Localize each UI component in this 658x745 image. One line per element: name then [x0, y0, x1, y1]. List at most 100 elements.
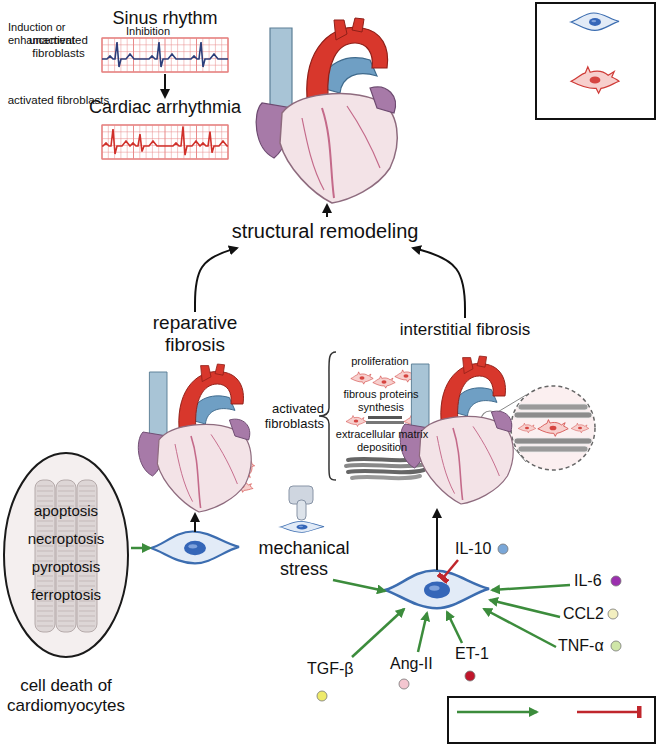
cell-death-oval-shape	[37, 551, 53, 552]
ecg-strip-shape	[146, 38, 147, 72]
cell-death-oval-shape	[58, 491, 74, 492]
legend-text: Inhibition	[126, 25, 206, 38]
process-label: structural remodeling	[215, 218, 435, 248]
ecg-strip-shape	[221, 38, 222, 72]
flow-arrow	[164, 74, 166, 97]
cytokine-label: CCL2	[563, 605, 607, 623]
cell-death-oval-shape	[79, 526, 95, 527]
main-heart	[256, 18, 397, 203]
cytokine-label: TNF-α	[558, 637, 610, 655]
cell-death-oval-shape	[79, 491, 95, 492]
cell-death-oval-shape	[79, 501, 95, 502]
cytokine-label: IL-10	[455, 540, 505, 558]
fiber-synthesis-icon	[346, 416, 366, 427]
ecg-strip-shape	[108, 125, 109, 159]
ecg-strip-shape	[102, 125, 228, 126]
heart-illustration-shape	[138, 364, 251, 512]
cytokine-dot	[608, 609, 618, 619]
ecg-strip-shape	[202, 125, 203, 159]
cell-death-oval-shape	[79, 576, 95, 577]
legend-sample	[571, 67, 619, 93]
induction-arrow	[333, 580, 385, 591]
flow-arrow	[326, 205, 328, 217]
cytokine-dot	[611, 576, 621, 586]
pressing-finger	[297, 500, 306, 520]
induction-arrow	[447, 612, 462, 643]
cell-death-oval-shape	[37, 501, 53, 502]
ecg-strip-shape	[102, 38, 228, 72]
ecg-strip-shape	[102, 131, 228, 132]
ecg-strip-shape	[102, 51, 228, 52]
zoom-inset	[514, 438, 592, 444]
cell-death-oval-shape	[58, 556, 74, 557]
process-step: fibrous proteins synthesis	[333, 388, 429, 413]
cell-death-oval-shape	[58, 616, 74, 617]
heart-illustration-shape	[385, 318, 545, 508]
cell-death-oval-shape	[58, 576, 74, 577]
zoom-inset	[518, 423, 536, 433]
process-step: extracellular matrix deposition	[330, 428, 434, 453]
ecg-strip-shape	[120, 38, 121, 72]
cell-death-oval-shape	[58, 496, 74, 497]
cell-death-oval-shape	[79, 621, 95, 622]
fiber-synthesis-icon	[368, 416, 402, 419]
activation-arrow	[436, 510, 438, 570]
ecg-strip-shape	[190, 38, 191, 72]
flow-arrow	[327, 205, 328, 217]
ecg-strip-shape	[209, 38, 210, 72]
cell-death-oval-shape	[37, 526, 53, 527]
cell-death-oval-shape	[37, 611, 53, 612]
zoom-inset	[514, 412, 592, 418]
ecg-strip-shape	[127, 38, 128, 72]
node-text: ferroptosis	[2, 586, 130, 603]
ecg-strip-shape	[102, 65, 228, 66]
induction-arrow	[484, 609, 556, 647]
induction-arrow	[490, 600, 560, 617]
ecg-strip-shape	[102, 38, 103, 72]
cell-death-oval-shape	[79, 581, 95, 582]
cell-death-oval-shape	[37, 491, 53, 492]
cell-death-oval-shape	[79, 626, 95, 627]
ecg-strip-shape	[190, 125, 191, 159]
node-text: interstitial fibrosis	[385, 320, 545, 340]
induction-arrow	[352, 609, 404, 657]
cytokine-label: Ang-II	[390, 655, 446, 673]
cell-death-oval-shape	[58, 626, 74, 627]
cell-death-oval-shape	[79, 616, 95, 617]
cell-death-oval-shape	[58, 621, 74, 622]
cell-death-oval-shape	[79, 611, 95, 612]
main-heart	[256, 18, 397, 203]
legend-sample	[457, 711, 537, 714]
ecg-strip-shape	[102, 126, 228, 155]
cell-death-oval-shape	[37, 581, 53, 582]
ecg-strip-shape	[108, 38, 109, 72]
cell-death-oval-shape	[79, 486, 95, 487]
cell-death-oval-shape	[37, 621, 53, 622]
cell-death-oval-shape	[58, 551, 74, 552]
fibroblast-cell	[151, 521, 489, 608]
zoom-inset	[518, 404, 588, 410]
ecg-strip-shape	[102, 38, 228, 72]
ecg-strip-shape	[177, 38, 178, 72]
cell-death-oval-shape	[58, 526, 74, 527]
cell-death-oval-shape	[79, 606, 95, 607]
legend-box	[535, 2, 656, 120]
node-text: necroptosis	[2, 530, 130, 547]
ecg-strip-shape	[102, 125, 103, 159]
node-heading: cell death of cardiomyocytes	[2, 676, 130, 715]
cell-death-oval-shape	[37, 486, 53, 487]
cytokine-dot	[317, 691, 327, 701]
ecg-strip-shape	[120, 125, 121, 159]
cell-death-oval-shape	[58, 486, 74, 487]
cell-death-oval-shape	[37, 576, 53, 577]
cell-death-oval-shape	[37, 626, 53, 627]
legend-text: Induction or enhancement	[8, 21, 108, 46]
node-text: structural remodeling	[215, 220, 435, 243]
induction-arrow	[131, 547, 150, 550]
proliferation-icon	[373, 376, 395, 388]
ecg-strip-shape	[133, 38, 134, 72]
ecg-strip-shape	[165, 38, 166, 72]
proliferation-icon	[351, 370, 417, 388]
node-text: reparative fibrosis	[128, 312, 262, 356]
ecg-strip-shape	[139, 38, 140, 72]
